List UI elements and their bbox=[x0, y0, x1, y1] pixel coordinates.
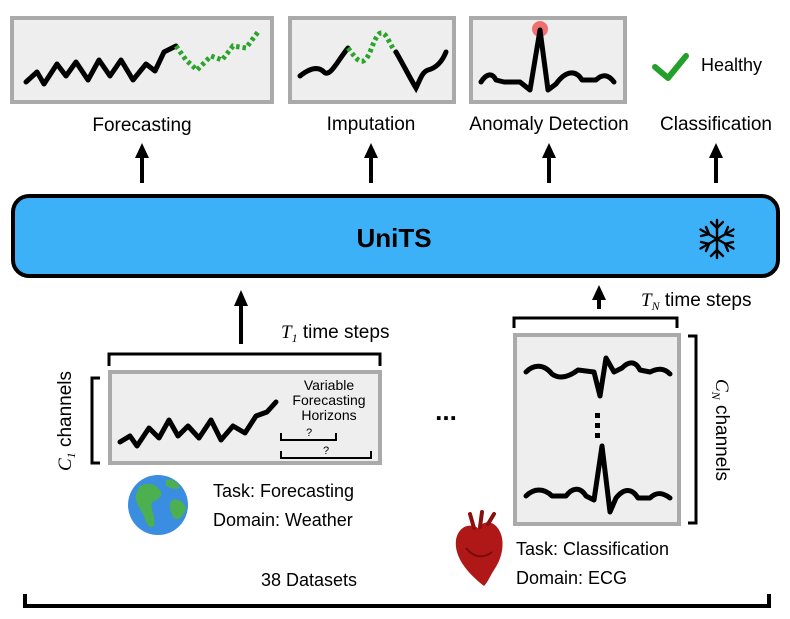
right-task-label: Task: Classification bbox=[516, 539, 669, 559]
left-task-label: Task: Forecasting bbox=[213, 481, 354, 501]
imputation-panel bbox=[288, 16, 456, 104]
imputation-label: Imputation bbox=[327, 114, 416, 135]
anomaly-panel bbox=[469, 16, 627, 104]
input-arrow-right bbox=[592, 285, 606, 309]
datasets-bracket bbox=[23, 594, 771, 608]
anomaly-signal-line bbox=[478, 27, 617, 93]
right-time-bracket bbox=[512, 316, 679, 328]
ecg-channel-top bbox=[523, 355, 673, 399]
left-domain-label: Domain: Weather bbox=[213, 510, 353, 530]
heart-icon bbox=[455, 510, 503, 586]
arrow-to-anomaly-detection bbox=[542, 143, 556, 183]
ecg-channel-bottom bbox=[523, 443, 673, 515]
anomaly-detection-label: Anomaly Detection bbox=[469, 114, 628, 135]
model-name: UniTS bbox=[356, 223, 431, 253]
left-channel-bracket bbox=[90, 376, 100, 465]
long-horizon-unknown: ? bbox=[323, 445, 329, 457]
right-channels-label: CN channels bbox=[709, 379, 732, 481]
variable-horizons-line2: Forecasting bbox=[292, 392, 365, 408]
forecasting-label: Forecasting bbox=[92, 115, 191, 136]
healthy-result: Healthy bbox=[652, 53, 762, 81]
right-domain-label: Domain: ECG bbox=[516, 568, 627, 588]
left-dataset: T1 time steps C1 channels Variable Forec… bbox=[55, 322, 389, 535]
forecasting-history-line bbox=[23, 43, 179, 87]
datasets-count-label: 38 Datasets bbox=[261, 570, 357, 590]
arrow-to-imputation bbox=[364, 143, 378, 183]
classification-label: Classification bbox=[660, 114, 772, 135]
forecasting-prediction-line bbox=[173, 30, 260, 74]
left-data-panel bbox=[108, 370, 382, 465]
units-model-block: UniTS bbox=[11, 194, 780, 278]
left-channels-label: C1 channels bbox=[55, 371, 78, 471]
check-icon bbox=[652, 53, 689, 81]
weather-series-line bbox=[117, 399, 279, 449]
variable-horizons-line3: Horizons bbox=[301, 407, 356, 423]
forecasting-panel bbox=[10, 16, 274, 104]
datasets-ellipsis: ... bbox=[435, 396, 457, 426]
imputation-observed-left bbox=[297, 45, 351, 79]
output-arrows bbox=[135, 143, 723, 183]
snowflake-icon bbox=[699, 218, 735, 260]
short-horizon-unknown: ? bbox=[306, 427, 312, 439]
healthy-label: Healthy bbox=[701, 55, 762, 75]
globe-icon bbox=[128, 475, 188, 535]
short-horizon-bracket bbox=[280, 433, 337, 441]
arrow-to-classification bbox=[709, 143, 723, 183]
channel-ellipsis bbox=[595, 413, 600, 438]
left-time-bracket bbox=[107, 352, 382, 366]
long-horizon-bracket bbox=[280, 451, 372, 459]
arrow-to-forecasting bbox=[135, 143, 149, 183]
left-time-steps-label: T1 time steps bbox=[281, 322, 389, 345]
right-time-steps-label: TN time steps bbox=[641, 290, 751, 313]
input-arrow-left bbox=[234, 290, 248, 344]
imputation-observed-right bbox=[393, 49, 449, 94]
right-dataset: TN time steps CN channels Task: Classifi… bbox=[455, 290, 751, 588]
variable-horizons-line1: Variable bbox=[304, 377, 355, 393]
right-channel-bracket bbox=[688, 334, 698, 525]
